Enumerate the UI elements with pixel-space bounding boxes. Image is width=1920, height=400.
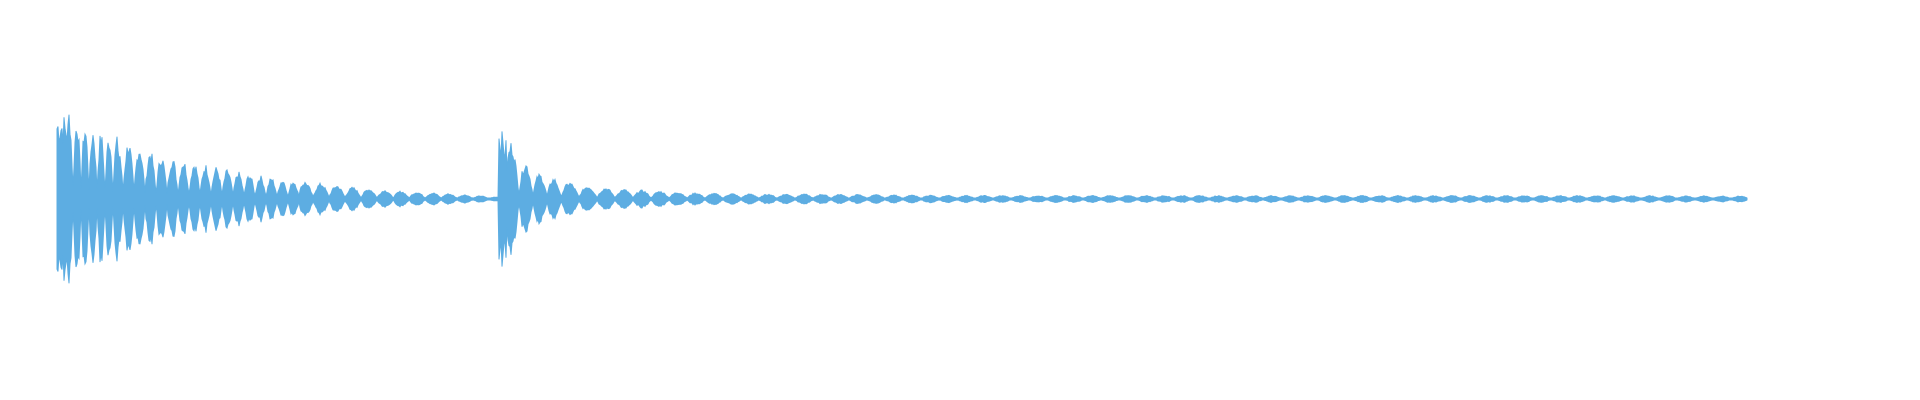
- waveform-path: [56, 114, 1748, 284]
